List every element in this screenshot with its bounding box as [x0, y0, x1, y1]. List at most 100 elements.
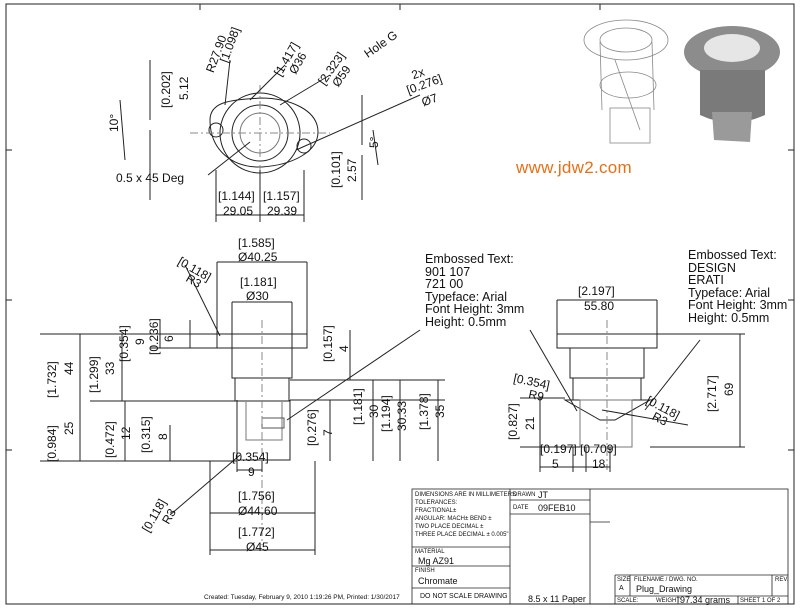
dim-h1194-inch: [1.194]: [379, 395, 393, 432]
dim-w197-inch: [0.197]: [540, 442, 577, 456]
sheet-border: [5, 3, 795, 605]
dim-d1772-mm: Ø45: [246, 540, 269, 554]
tb-filename-label: FILENAME / DWG. NO.: [634, 577, 698, 583]
emboss-line: ERATI: [688, 273, 724, 287]
tb-units: DIMENSIONS ARE IN MILLIMETERS: [415, 492, 517, 498]
tb-two-place: TWO PLACE DECIMAL ±: [415, 524, 484, 530]
emboss-line: Typeface: Arial: [425, 289, 507, 304]
tb-rev-label: REV.: [775, 577, 789, 583]
dim-h157-inch: [0.157]: [321, 325, 335, 362]
dim-h236-mm: 6: [162, 335, 176, 342]
tb-date-value: 09FEB10: [538, 503, 576, 513]
top-view: [119, 59, 421, 222]
tb-drawn-label: DRAWN: [513, 492, 536, 498]
dim-d1756-mm: Ø44.60: [238, 504, 278, 518]
dim-angle-5: 5°: [367, 136, 381, 148]
dim-w1144-mm: 29.05: [223, 204, 254, 218]
emboss-line: Height: 0.5mm: [688, 310, 770, 325]
dim-w197-mm: 5: [552, 457, 559, 471]
tb-fractional: FRACTIONAL±: [415, 508, 457, 514]
tb-filename-value: Plug_Drawing: [636, 584, 693, 594]
dim-h354-inch: [0.354]: [117, 325, 131, 362]
tb-sheet-value: 1 OF 2: [762, 598, 781, 604]
tb-angular: ANGULAR: MACH± BEND ±: [415, 516, 492, 522]
dim-d1585-inch: [1.585]: [238, 236, 275, 250]
emboss-line: 721 00: [425, 277, 464, 291]
dim-d1181-inch: [1.181]: [240, 275, 277, 289]
front-view: [40, 261, 445, 555]
dim-d1181-mm: Ø30: [246, 289, 269, 303]
emboss-line: DESIGN: [688, 260, 736, 275]
dim-h827-inch: [0.827]: [506, 403, 520, 440]
dim-d1585-mm: Ø40.25: [238, 250, 278, 264]
side-emboss-note: Embossed Text: DESIGN ERATI Typeface: Ar…: [688, 249, 787, 324]
dim-w709-inch: [0.709]: [580, 442, 617, 456]
dim-h827-mm: 21: [523, 416, 537, 430]
tb-finish-label: FINISH: [415, 568, 435, 574]
emboss-line: Embossed Text:: [425, 252, 514, 266]
dim-h2717-inch: [2.717]: [705, 375, 719, 412]
dim-w709-mm: 18: [592, 457, 606, 471]
dim-h1181-inch: [1.181]: [351, 388, 365, 425]
tb-paper: 8.5 x 11 Paper: [528, 594, 586, 604]
tb-finish-value: Chromate: [418, 576, 458, 586]
dim-h472-inch: [0.472]: [103, 421, 117, 458]
dim-h984-inch: [0.984]: [45, 425, 59, 462]
dim-h236-inch: [0.236]: [147, 318, 161, 355]
dim-h157-mm: 4: [337, 345, 351, 352]
dim-d1772-inch: [1.772]: [238, 525, 275, 539]
dim-h101-mm: 2.57: [345, 158, 359, 182]
dim-angle-10: 10°: [107, 113, 121, 132]
dim-h276-inch: [0.276]: [305, 409, 319, 446]
dim-w1144-inch: [1.144]: [218, 189, 255, 203]
dim-h1299-mm: 33: [103, 361, 117, 375]
emboss-line: Font Height: 3mm: [425, 302, 525, 316]
dim-h1732-mm: 44: [62, 361, 76, 375]
border-ticks: [6, 4, 794, 451]
emboss-line: Font Height: 3mm: [688, 298, 788, 312]
dim-h1378-inch: [1.378]: [417, 393, 431, 430]
tb-size-value: A: [619, 585, 624, 592]
dim-h276-mm: 7: [321, 429, 335, 436]
tb-weight-label: WEIGHT:: [656, 598, 681, 604]
emboss-line: Typeface: Arial: [688, 285, 770, 300]
tb-sheet-label: SHEET: [740, 598, 761, 604]
dim-h1378-mm: 35: [433, 404, 447, 418]
wireframe-iso-view: [583, 19, 669, 144]
tb-weight-value: 97.34 grams: [680, 595, 731, 605]
dim-h202-mm: 5.12: [177, 76, 191, 100]
dim-w1157-mm: 29.39: [267, 204, 298, 218]
dim-w2197-mm: 55.80: [584, 299, 615, 313]
dim-h1194-mm: 30.33: [395, 400, 409, 431]
emboss-line: 901 107: [425, 264, 471, 279]
footer-created-printed: Created: Tuesday, February 9, 2010 1:19:…: [204, 594, 400, 601]
dim-h315-inch: [0.315]: [139, 416, 153, 453]
chamfer-note: 0.5 x 45 Deg: [116, 171, 185, 185]
dim-d1756-inch: [1.756]: [238, 489, 275, 503]
dim-w354-mm: 9: [248, 465, 255, 479]
dim-h101-inch: [0.101]: [329, 151, 343, 188]
dim-w2197-inch: [2.197]: [578, 284, 615, 298]
tb-material-label: MATERIAL: [415, 549, 445, 555]
dim-h1732-inch: [1.732]: [45, 361, 59, 398]
shaded-iso-view: [684, 26, 780, 142]
dim-w1157-inch: [1.157]: [263, 189, 300, 203]
dim-h2717-mm: 69: [722, 382, 736, 396]
emboss-line: Embossed Text:: [688, 248, 777, 262]
dim-h354-mm: 9: [133, 338, 147, 345]
tb-size-label: SIZE: [617, 577, 631, 583]
dim-h472-mm: 12: [119, 426, 133, 440]
tb-tolerances: TOLERANCES:: [415, 500, 458, 506]
dim-h315-mm: 8: [156, 433, 170, 440]
tb-scale-label: SCALE:: [617, 598, 639, 604]
emboss-line: Height: 0.5mm: [425, 314, 507, 329]
dim-w354-inch: [0.354]: [232, 450, 269, 464]
tb-date-label: DATE: [513, 505, 529, 511]
dim-h1299-inch: [1.299]: [87, 356, 101, 393]
tb-no-scale: DO NOT SCALE DRAWING: [420, 593, 508, 600]
side-view: [520, 299, 745, 472]
tb-drawn-value: JT: [538, 490, 548, 500]
tb-three-place: THREE PLACE DECIMAL ± 0.005": [415, 532, 509, 538]
title-block: [411, 488, 789, 605]
